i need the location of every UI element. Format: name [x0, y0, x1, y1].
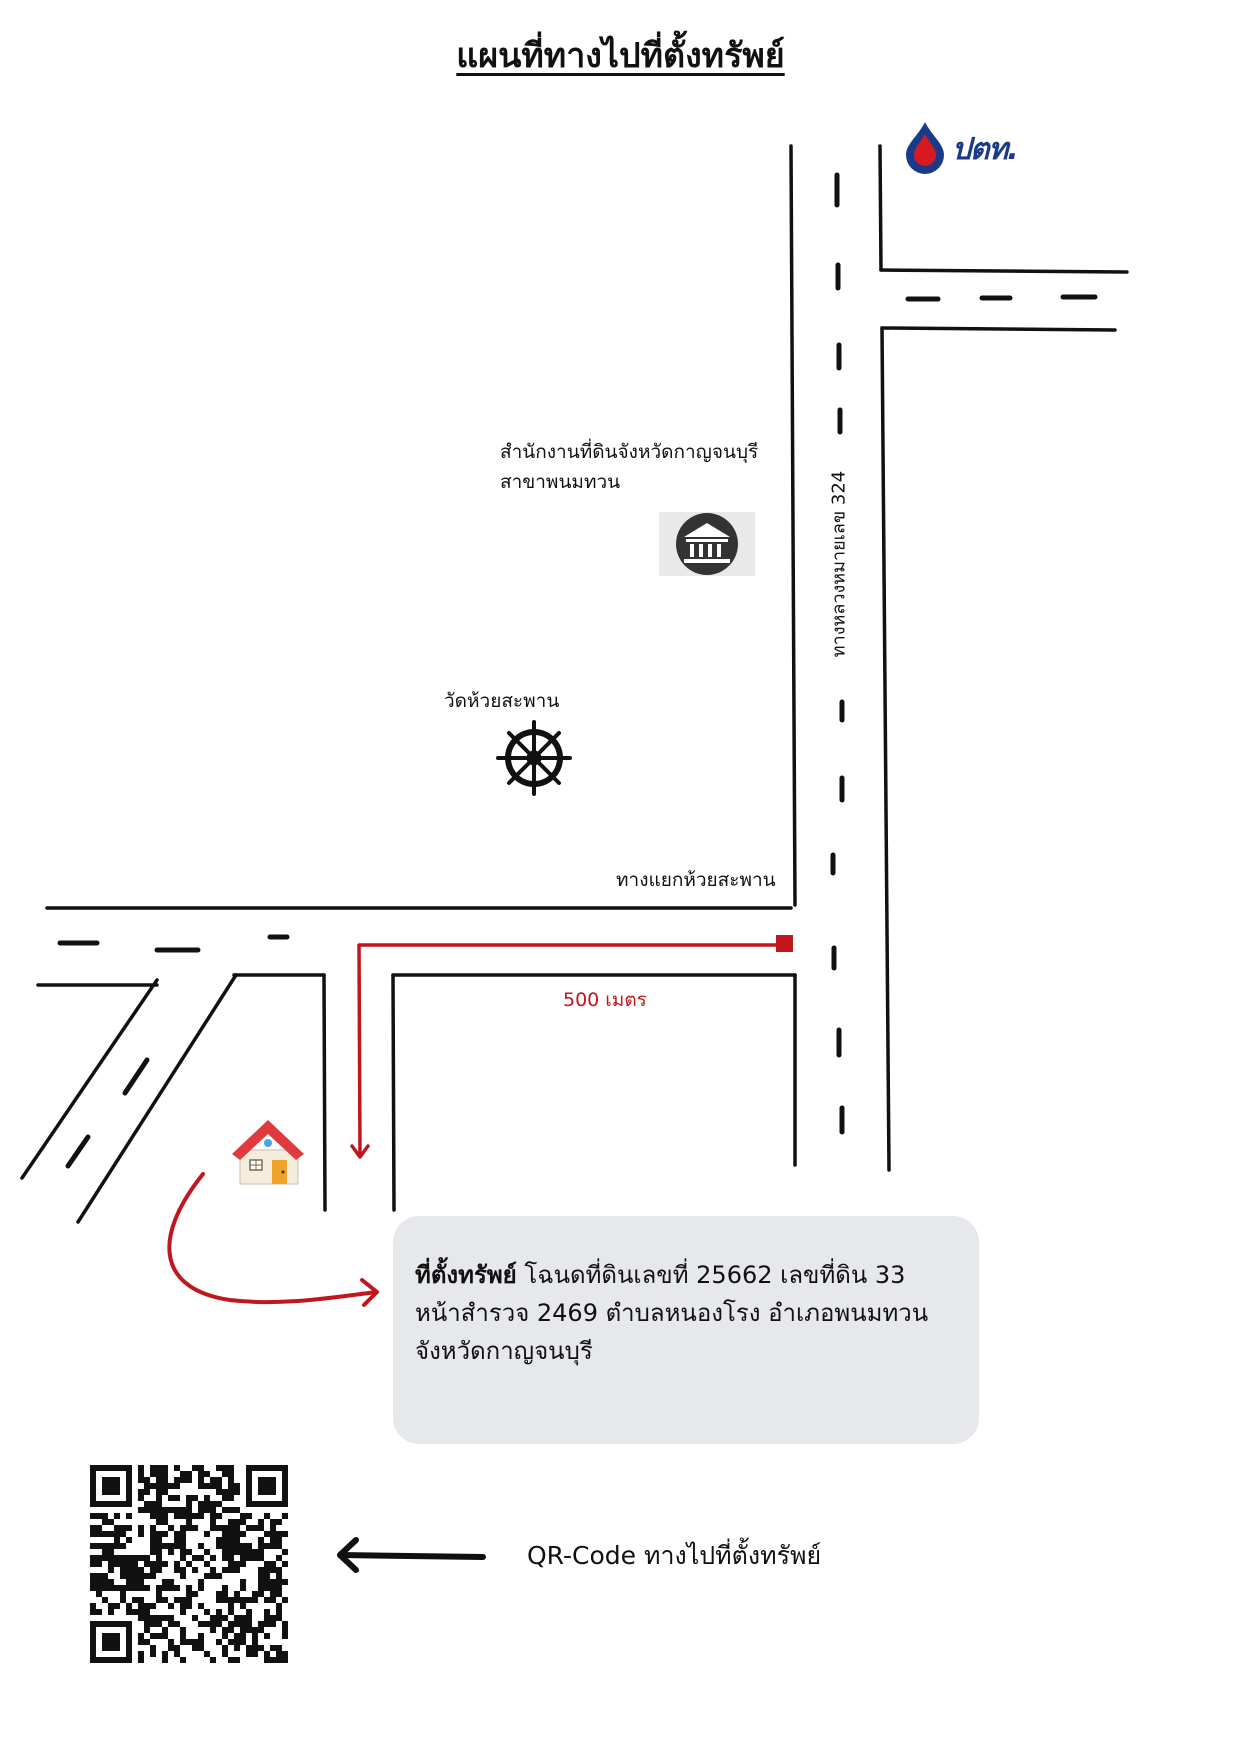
property-info-line1: ที่ตั้งทรัพย์ โฉนดที่ดินเลขที่ 25662 เลข…: [415, 1256, 959, 1294]
qr-arrow: [337, 1537, 486, 1573]
ptt-logo-icon: [906, 122, 944, 174]
property-info-heading: ที่ตั้งทรัพย์: [415, 1261, 517, 1289]
junction-road-dashes: [57, 934, 290, 953]
house-icon: [232, 1120, 304, 1185]
ptt-brand-text: ปตท.: [952, 132, 1019, 167]
highway-324-road: [789, 144, 891, 1172]
route-path: [350, 943, 786, 1159]
land-office-name: สำนักงานที่ดินจังหวัดกาญจนบุรี: [500, 441, 759, 463]
highway-right-edge-upper: [878, 144, 883, 272]
diagonal-road-dashes: [65, 1057, 150, 1169]
land-office-label: สำนักงานที่ดินจังหวัดกาญจนบุรี สาขาพนมทว…: [500, 437, 758, 497]
qr-code-icon: [90, 1465, 288, 1663]
junction-label: ทางแยกห้วยสะพาน: [616, 869, 776, 891]
property-info-box: ที่ตั้งทรัพย์ โฉนดที่ดินเลขที่ 25662 เลข…: [393, 1216, 979, 1444]
land-office-branch: สาขาพนมทวน: [500, 471, 621, 493]
house-to-info-arrow: [167, 1172, 379, 1307]
property-info-line3: จังหวัดกาญจนบุรี: [415, 1337, 593, 1365]
temple-label: วัดห้วยสะพาน: [444, 690, 560, 712]
property-info-line2: หน้าสำรวจ 2469 ตำบลหนองโรง อำเภอพนมทวน: [415, 1299, 929, 1327]
highway-left-edge: [789, 144, 797, 907]
highway-right-edge-lower: [880, 326, 891, 1172]
property-info-deed: โฉนดที่ดินเลขที่ 25662 เลขที่ดิน 33: [516, 1261, 906, 1289]
bank-building-icon: [659, 512, 755, 576]
dharma-wheel-icon: [496, 720, 572, 796]
page-title: แผนที่ทางไปที่ตั้งทรัพย์: [456, 36, 785, 76]
side-road-ptt: [879, 268, 1129, 332]
route-start-marker: [776, 935, 793, 952]
qr-code-label: QR-Code ทางไปที่ตั้งทรัพย์: [527, 1541, 822, 1570]
highway-center-dashes: [830, 172, 845, 1135]
side-road-ptt-dashes: [905, 294, 1098, 302]
junction-road: [36, 906, 797, 1212]
highway-label: ทางหลวงหมายเลข 324: [828, 470, 850, 658]
route-distance-label: 500 เมตร: [563, 989, 647, 1011]
diagonal-road: [20, 973, 238, 1224]
